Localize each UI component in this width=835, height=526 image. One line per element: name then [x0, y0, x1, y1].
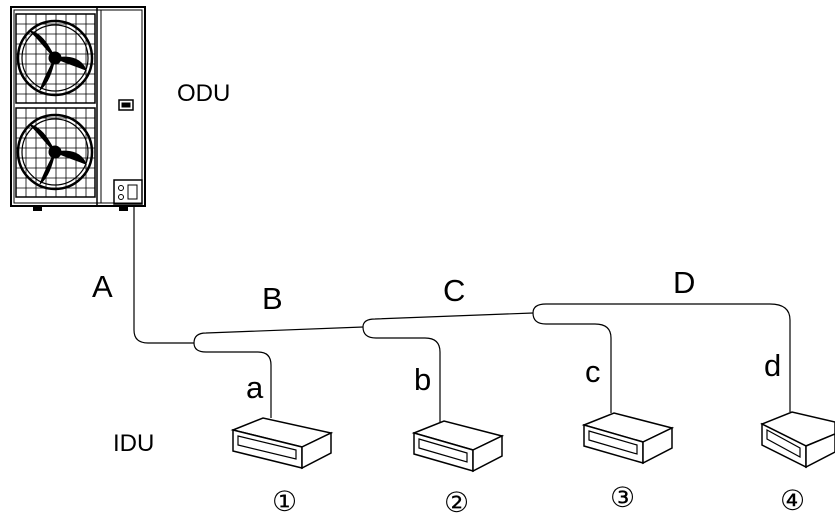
pipe-label-A: A [92, 269, 113, 304]
upper-fan [15, 13, 96, 104]
lower-fan [15, 107, 96, 198]
branch-joint-3 [532, 303, 791, 412]
pipe-label-C: C [443, 273, 465, 308]
branch-label-d: d [764, 348, 781, 383]
indoor-unit-2 [411, 420, 505, 473]
unit-number-4: ④ [780, 485, 805, 516]
indoor-unit-1 [230, 417, 334, 470]
pipe-A [133, 206, 194, 344]
unit-number-3: ③ [610, 482, 635, 513]
idu-label: IDU [113, 430, 154, 457]
pipe-label-D: D [673, 265, 695, 300]
piping [133, 206, 791, 423]
branch-label-b: b [414, 362, 431, 397]
outdoor-unit [10, 6, 146, 211]
branch-label-a: a [246, 370, 264, 405]
pipe-label-B: B [262, 281, 283, 316]
odu-label: ODU [177, 80, 230, 107]
indoor-unit-3 [581, 412, 675, 465]
branch-joint-2 [362, 312, 534, 328]
unit-number-1: ① [272, 486, 297, 517]
indoor-unit-4 [760, 411, 835, 469]
branch-joint-1 [193, 326, 364, 344]
unit-number-2: ② [444, 487, 469, 518]
branch-label-c: c [585, 354, 601, 389]
